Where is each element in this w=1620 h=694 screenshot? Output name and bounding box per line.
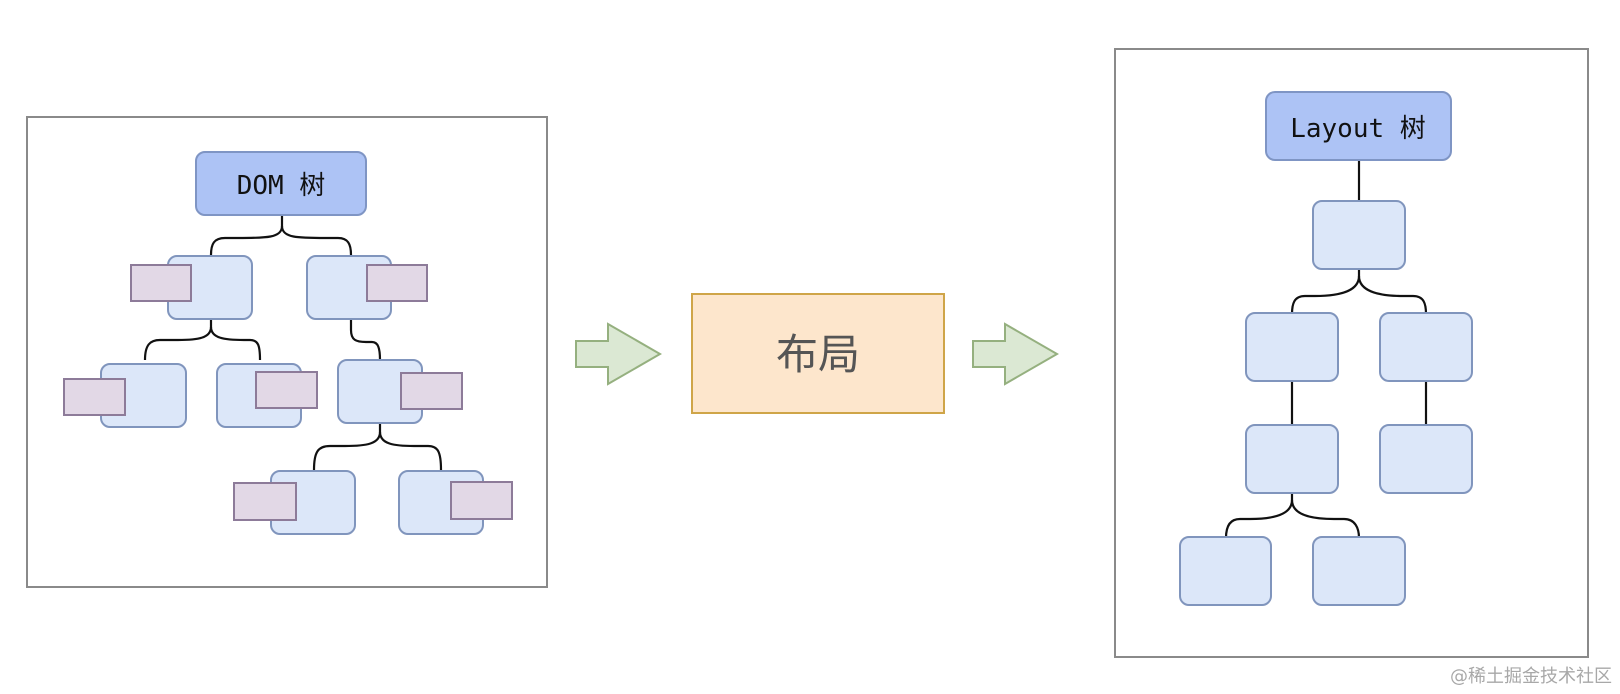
dom-root-label: DOM 树 xyxy=(237,171,326,201)
dom-node-tag xyxy=(400,372,463,410)
layout-link-bottom xyxy=(1224,493,1294,539)
layout-link-level1-right xyxy=(1357,275,1428,315)
dom-tree-connectors xyxy=(143,216,443,471)
layout-root-node xyxy=(1265,91,1452,161)
dom-link-root-right xyxy=(280,225,353,256)
layout-process-label: 布局 xyxy=(776,330,860,379)
dom-node-tag xyxy=(255,371,318,409)
dom-node-tag xyxy=(450,481,513,520)
layout-node xyxy=(1312,536,1406,606)
arrow-right-icon xyxy=(972,322,1060,386)
layout-node xyxy=(1245,424,1339,494)
layout-process: 布局 xyxy=(691,293,945,414)
layout-node xyxy=(1179,536,1272,606)
layout-node xyxy=(1312,200,1406,270)
arrow-right-icon xyxy=(575,322,663,386)
dom-link-lower xyxy=(312,423,382,471)
dom-link-right xyxy=(349,320,382,361)
dom-node-tag xyxy=(366,264,428,302)
watermark: @稀土掘金技术社区 xyxy=(1450,666,1612,687)
layout-node xyxy=(1245,312,1339,382)
dom-node-tag xyxy=(63,378,126,416)
dom-node-tag xyxy=(130,264,192,302)
dom-node-tag xyxy=(233,482,297,521)
layout-tree-connectors xyxy=(1224,160,1428,539)
dom-tree-panel: DOM 树 xyxy=(26,116,548,588)
layout-link-bottom-right xyxy=(1290,499,1361,539)
layout-link-level1 xyxy=(1290,269,1361,315)
layout-node xyxy=(1379,424,1473,494)
layout-process-box xyxy=(691,293,945,414)
layout-root-label: Layout 树 xyxy=(1290,114,1426,144)
dom-link-lower-right xyxy=(378,431,443,471)
dom-link-left xyxy=(143,320,213,361)
layout-node xyxy=(1379,312,1473,382)
layout-tree-panel: Layout 树 xyxy=(1114,48,1589,658)
dom-link-left-right xyxy=(209,326,262,361)
dom-root-node xyxy=(195,151,367,216)
dom-link-root xyxy=(209,216,284,256)
